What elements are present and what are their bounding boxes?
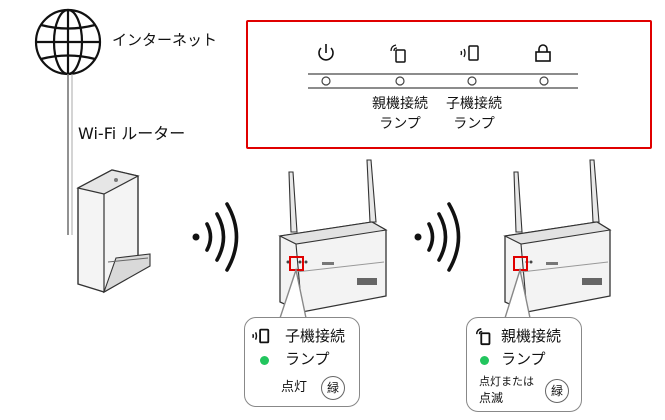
parent-connection-icon bbox=[390, 44, 406, 63]
callout-right-status-line2: 点滅 bbox=[479, 391, 504, 405]
parent-lamp-label-line2: ランプ bbox=[379, 116, 421, 132]
lock-icon bbox=[535, 44, 551, 62]
callout-left-title-line2: ランプ bbox=[285, 350, 330, 368]
lamp-panel: 親機接続 ランプ 子機接続 ランプ bbox=[246, 20, 652, 149]
wifi-router-device bbox=[76, 169, 151, 294]
color-badge-green: 緑 bbox=[321, 376, 345, 400]
globe-icon bbox=[34, 8, 102, 76]
child-lamp-label-line1: 子機接続 bbox=[446, 96, 502, 112]
callout-right-title-line1: 親機接続 bbox=[501, 327, 562, 345]
callout-right-title-line2: ランプ bbox=[501, 350, 546, 368]
parent-connection-icon bbox=[476, 328, 491, 346]
callout-child-lamp: 子機接続 ランプ 点灯 緑 bbox=[244, 317, 360, 407]
color-badge-green: 緑 bbox=[545, 379, 569, 403]
internet-label: インターネット bbox=[112, 31, 218, 49]
callout-left-title-line1: 子機接続 bbox=[285, 327, 346, 345]
status-dot-green bbox=[480, 356, 489, 365]
wireless-signal-icon-2 bbox=[414, 202, 461, 272]
parent-lamp-label-line1: 親機接続 bbox=[372, 96, 428, 112]
child-connection-icon bbox=[252, 328, 270, 344]
child-connection-icon bbox=[460, 45, 479, 61]
wifi-extender-device-2 bbox=[503, 159, 612, 313]
lamp-rail bbox=[308, 73, 578, 89]
power-icon bbox=[318, 44, 334, 61]
child-lamp-label-line2: ランプ bbox=[453, 116, 495, 132]
callout-parent-lamp: 親機接続 ランプ 点灯または 点滅 緑 bbox=[466, 317, 582, 412]
status-dot-green bbox=[260, 356, 269, 365]
callout-right-status-line1: 点灯または bbox=[479, 375, 534, 388]
wifi-router-label: Wi-Fi ルーター bbox=[78, 124, 186, 143]
wireless-signal-icon-1 bbox=[192, 202, 239, 272]
callout-left-status: 点灯 bbox=[281, 380, 308, 395]
